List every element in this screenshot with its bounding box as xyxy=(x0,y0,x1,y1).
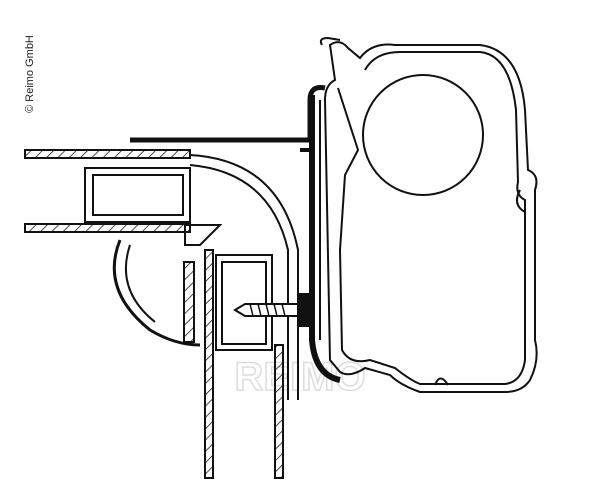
roof-beam-inner xyxy=(92,174,184,216)
corner-profile-inner xyxy=(189,164,289,400)
watermark-logo: REIMO xyxy=(234,355,365,399)
side-wall-outer xyxy=(204,249,214,479)
corner-clip xyxy=(183,261,195,343)
corner-profile-outer xyxy=(189,154,299,400)
side-wall-inner xyxy=(274,344,284,479)
corner-seal-arc xyxy=(112,239,201,347)
awning-cassette-profile xyxy=(319,36,538,393)
corner-joint xyxy=(184,224,223,246)
adapter-bracket xyxy=(130,85,341,383)
wall-beam-box xyxy=(215,254,273,351)
roof-beam-box xyxy=(84,167,191,223)
awning-roller-tube xyxy=(362,74,484,196)
roof-panel-top xyxy=(24,149,191,159)
corner-seal-arc-inner xyxy=(124,244,156,323)
screw xyxy=(233,293,309,327)
roof-panel-bottom xyxy=(24,223,191,233)
